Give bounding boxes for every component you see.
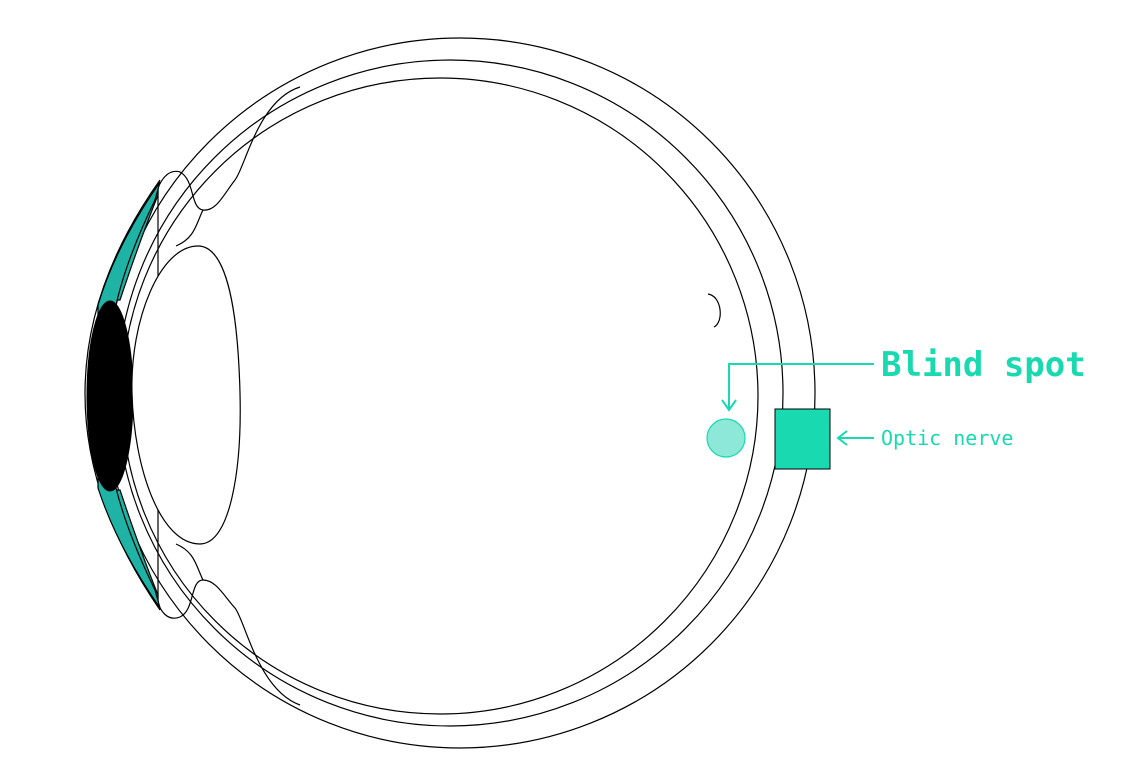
- blind-spot-pointer-line: [728, 363, 874, 408]
- optic-nerve: [774, 408, 831, 470]
- blind-spot-label: Blind spot: [881, 345, 1086, 385]
- blind-spot-arrow-head: [721, 399, 737, 412]
- zonule-upper-outline: [175, 209, 204, 247]
- iris-band: [97, 181, 161, 609]
- optic-nerve-label: Optic nerve: [881, 426, 1013, 450]
- lens-outline: [131, 245, 241, 545]
- pupil: [86, 300, 134, 492]
- blind-spot-disc: [706, 418, 746, 458]
- zonule-lower-outline: [175, 543, 204, 581]
- optic-nerve-arrow-head: [836, 430, 848, 446]
- fovea-notch-outline: [707, 293, 721, 328]
